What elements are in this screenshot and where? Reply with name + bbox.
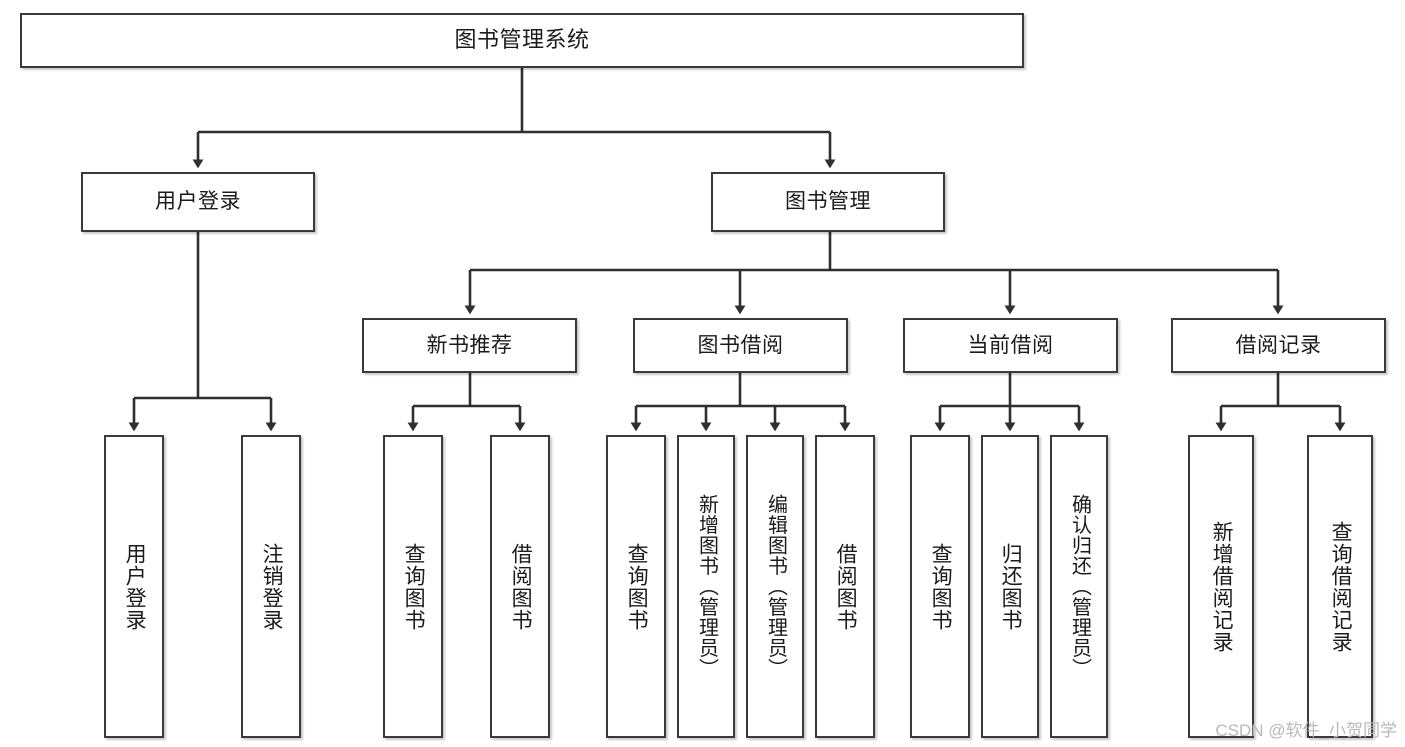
leaf-new-book-borrow[interactable]: 借阅图书 [490,435,550,738]
leaf-current-confirm-return-admin[interactable]: 确认归还（管理员） [1050,435,1108,738]
leaf-user-login-signout[interactable]: 注销登录 [241,435,301,738]
leaf-current-query-book[interactable]: 查询图书 [910,435,970,738]
leaf-borrow-add-book-admin[interactable]: 新增图书（管理员） [677,435,735,738]
leaf-borrow-query-book[interactable]: 查询图书 [606,435,666,738]
node-label: 查询借阅记录 [1329,520,1353,653]
node-label: 确认归还（管理员） [1068,494,1091,679]
node-label: 借阅记录 [1235,333,1322,357]
leaf-records-query-record[interactable]: 查询借阅记录 [1307,435,1373,738]
node-label: 注销登录 [260,542,284,631]
node-label: 归还图书 [999,542,1023,631]
node-label: 编辑图书（管理员） [764,494,787,679]
node-user-login[interactable]: 用户登录 [81,172,315,232]
node-label: 图书借阅 [697,333,784,357]
watermark: CSDN @软件_小贺同学 [1215,721,1397,740]
node-label: 借阅图书 [509,542,533,631]
node-label: 用户登录 [123,542,147,631]
node-label: 新书推荐 [426,333,513,357]
node-root-library-system[interactable]: 图书管理系统 [20,13,1024,68]
leaf-user-login-signin[interactable]: 用户登录 [104,435,164,738]
node-label: 新增借阅记录 [1210,520,1234,653]
node-label: 查询图书 [929,542,953,631]
node-current-borrow[interactable]: 当前借阅 [903,318,1118,373]
node-book-borrow[interactable]: 图书借阅 [633,318,848,373]
node-label: 借阅图书 [834,542,858,631]
node-new-book-recommend[interactable]: 新书推荐 [362,318,577,373]
leaf-new-book-query[interactable]: 查询图书 [383,435,443,738]
node-label: 图书管理 [785,190,871,214]
leaf-current-return-book[interactable]: 归还图书 [981,435,1039,738]
leaf-borrow-edit-book-admin[interactable]: 编辑图书（管理员） [746,435,804,738]
node-book-management[interactable]: 图书管理 [711,172,945,232]
node-label: 查询图书 [402,542,426,631]
node-label: 当前借阅 [967,333,1054,357]
node-label: 查询图书 [625,542,649,631]
node-label: 图书管理系统 [454,27,590,53]
node-label: 用户登录 [155,190,241,214]
node-label: 新增图书（管理员） [695,494,718,679]
leaf-borrow-borrow-book[interactable]: 借阅图书 [815,435,875,738]
node-borrow-records[interactable]: 借阅记录 [1171,318,1386,373]
leaf-records-add-record[interactable]: 新增借阅记录 [1188,435,1254,738]
